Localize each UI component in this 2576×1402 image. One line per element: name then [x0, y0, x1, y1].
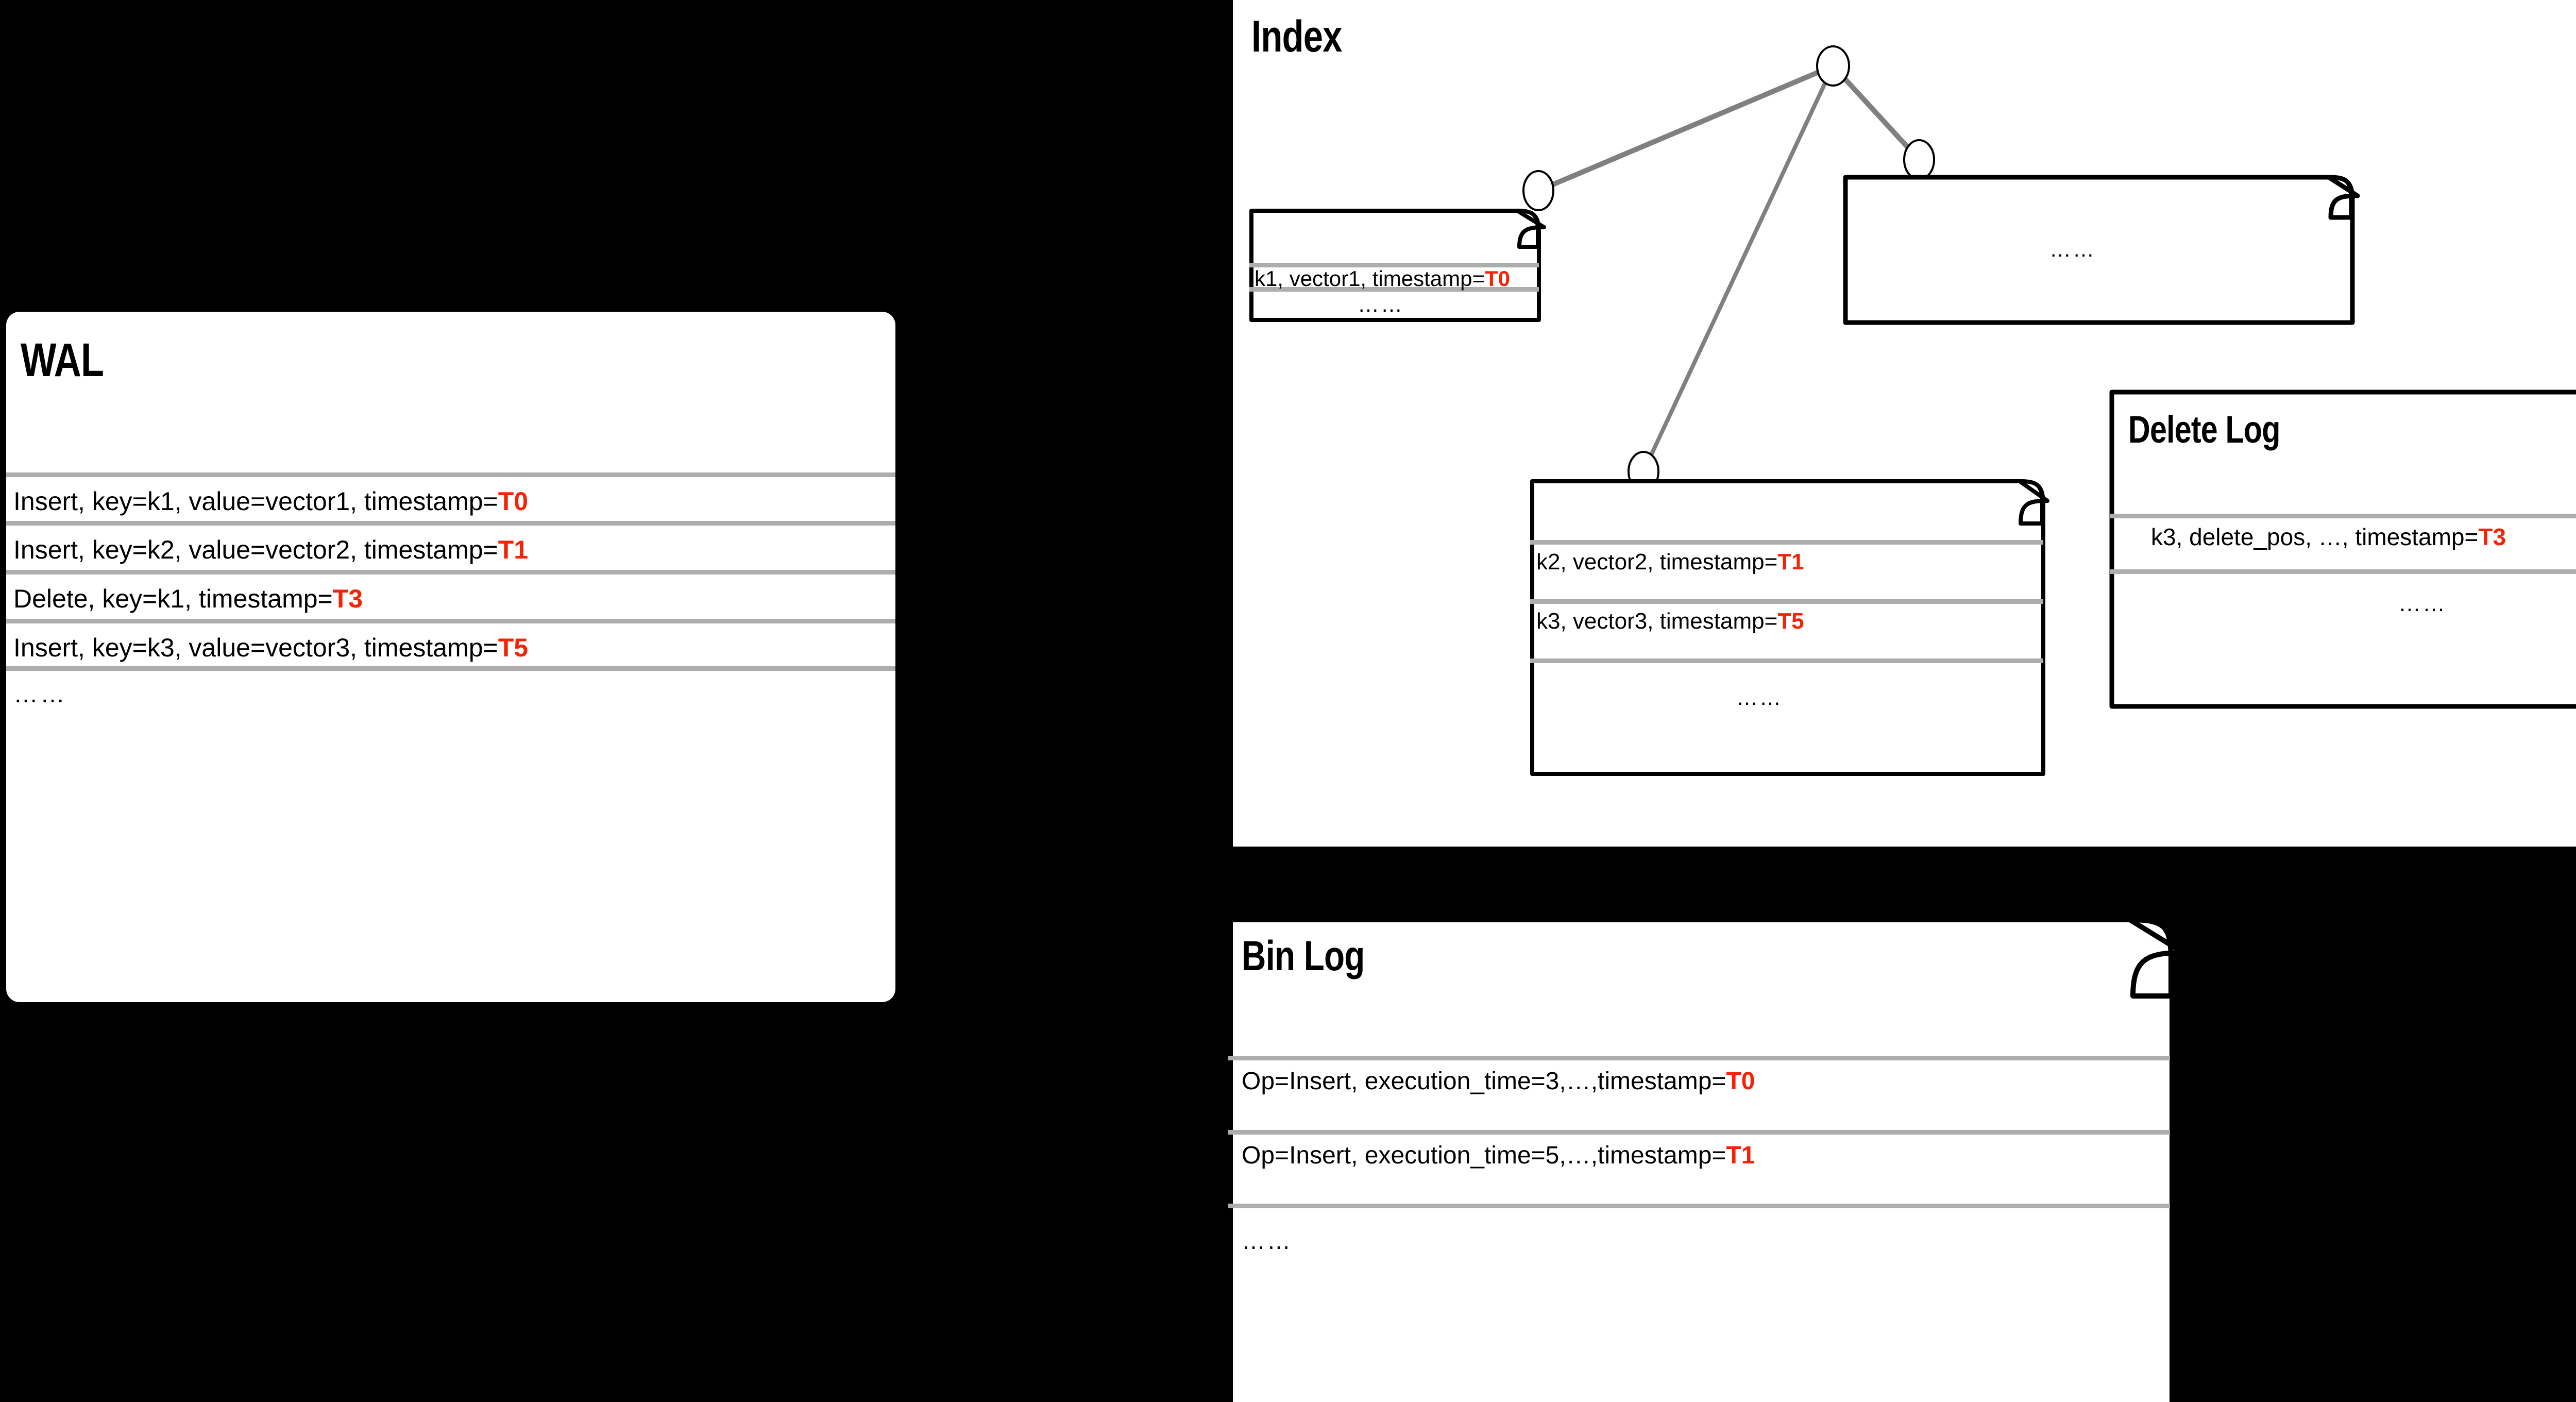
leaf-row: k2, vector2, timestamp=T1 — [1536, 549, 1804, 575]
bin-log-row-timestamp: T0 — [1726, 1068, 1755, 1095]
wal-row-text: Delete, key=k1, timestamp= — [13, 584, 333, 613]
leaf-row-text: k1, vector1, timestamp= — [1255, 266, 1485, 291]
wal-row: Delete, key=k1, timestamp=T3 — [13, 584, 363, 614]
leaf-divider — [1530, 540, 2043, 545]
leaf-divider — [1249, 263, 1539, 267]
wal-divider — [6, 666, 895, 671]
bin-log-row-text: Op=Insert, execution_time=3,…,timestamp= — [1242, 1068, 1726, 1095]
wal-row-text: Insert, key=k2, value=vector2, timestamp… — [13, 535, 498, 564]
index-leaf-right: …… — [1843, 175, 2364, 325]
wal-row-timestamp: T5 — [498, 633, 529, 662]
bin-log-row: Op=Insert, execution_time=5,…,timestamp=… — [1242, 1141, 1755, 1170]
folded-corner-icon — [2127, 917, 2186, 999]
leaf-row-text: k2, vector2, timestamp= — [1536, 549, 1778, 575]
wal-row-text: Insert, key=k3, value=vector3, timestamp… — [13, 633, 498, 662]
tree-edge-root-middle — [1641, 65, 1835, 472]
tree-node-right-child — [1903, 139, 1935, 180]
delete-log-row-timestamp: T3 — [2478, 523, 2506, 550]
tree-node-left-child — [1522, 170, 1554, 211]
bin-log-row-timestamp: T1 — [1726, 1142, 1755, 1169]
wal-row: Insert, key=k2, value=vector2, timestamp… — [13, 535, 528, 565]
wal-row-timestamp: T1 — [498, 535, 529, 564]
page-outline — [1843, 175, 2355, 325]
wal-row-timestamp: T3 — [332, 584, 363, 613]
tree-edge-root-right — [1831, 64, 1921, 162]
tree-node-root — [1816, 45, 1850, 87]
page-outline — [2109, 390, 2576, 709]
delete-log-more-ellipsis: …… — [2398, 591, 2447, 616]
leaf-row-timestamp: T1 — [1777, 549, 1804, 575]
leaf-more-ellipsis: …… — [2049, 237, 2096, 261]
bin-log-divider — [1228, 1056, 2170, 1060]
index-panel: Index k1, vector1, timestamp=T0 …… — [1233, 0, 2576, 847]
leaf-row-text: k3, vector3, timestamp= — [1536, 609, 1778, 634]
wal-title: WAL — [21, 334, 104, 386]
leaf-more-ellipsis: …… — [1358, 292, 1404, 316]
index-leaf-k2k3: k2, vector2, timestamp=T1 k3, vector3, t… — [1530, 479, 2056, 777]
wal-row: Insert, key=k3, value=vector3, timestamp… — [13, 633, 528, 663]
wal-panel: WAL Insert, key=k1, value=vector1, times… — [6, 312, 895, 1002]
leaf-divider — [1249, 287, 1539, 292]
folded-corner-icon — [2018, 479, 2049, 526]
delete-log-divider — [2110, 514, 2576, 518]
leaf-row-timestamp: T0 — [1485, 266, 1511, 291]
wal-divider — [6, 619, 895, 623]
folded-corner-icon — [1515, 209, 1546, 249]
delete-log-row: k3, delete_pos, …, timestamp=T3 — [2151, 523, 2506, 551]
leaf-row-timestamp: T5 — [1777, 609, 1804, 634]
bin-log-divider — [1228, 1130, 2170, 1135]
delete-log-box: Delete Log k3, delete_pos, …, timestamp=… — [2109, 390, 2576, 710]
bin-log-title: Bin Log — [1242, 933, 1365, 979]
wal-divider — [6, 521, 895, 526]
leaf-divider — [1530, 599, 2043, 604]
leaf-row: k3, vector3, timestamp=T5 — [1536, 609, 1804, 634]
folded-corner-icon — [2326, 175, 2360, 220]
delete-log-title: Delete Log — [2128, 408, 2280, 451]
wal-divider — [6, 570, 895, 575]
bin-log-panel: Bin Log Op=Insert, execution_time=3,…,ti… — [1228, 917, 2223, 1402]
tree-edge-root-left — [1537, 63, 1834, 193]
wal-row-timestamp: T0 — [498, 487, 529, 516]
leaf-row: k1, vector1, timestamp=T0 — [1255, 266, 1510, 291]
wal-divider — [6, 472, 895, 477]
delete-log-row-text: k3, delete_pos, …, timestamp= — [2151, 523, 2479, 550]
leaf-divider — [1530, 658, 2043, 663]
wal-row-text: Insert, key=k1, value=vector1, timestamp… — [13, 487, 498, 516]
bin-log-divider — [1228, 1204, 2170, 1208]
wal-row: Insert, key=k1, value=vector1, timestamp… — [13, 486, 528, 516]
index-leaf-k1: k1, vector1, timestamp=T0 …… — [1249, 209, 1548, 322]
index-title: Index — [1251, 12, 1342, 61]
bin-log-row-text: Op=Insert, execution_time=5,…,timestamp= — [1242, 1142, 1726, 1169]
delete-log-divider — [2110, 569, 2576, 574]
leaf-more-ellipsis: …… — [1736, 685, 1783, 710]
wal-more-ellipsis: …… — [13, 681, 67, 708]
bin-log-row: Op=Insert, execution_time=3,…,timestamp=… — [1242, 1067, 1755, 1095]
bin-log-more-ellipsis: …… — [1242, 1227, 1292, 1254]
